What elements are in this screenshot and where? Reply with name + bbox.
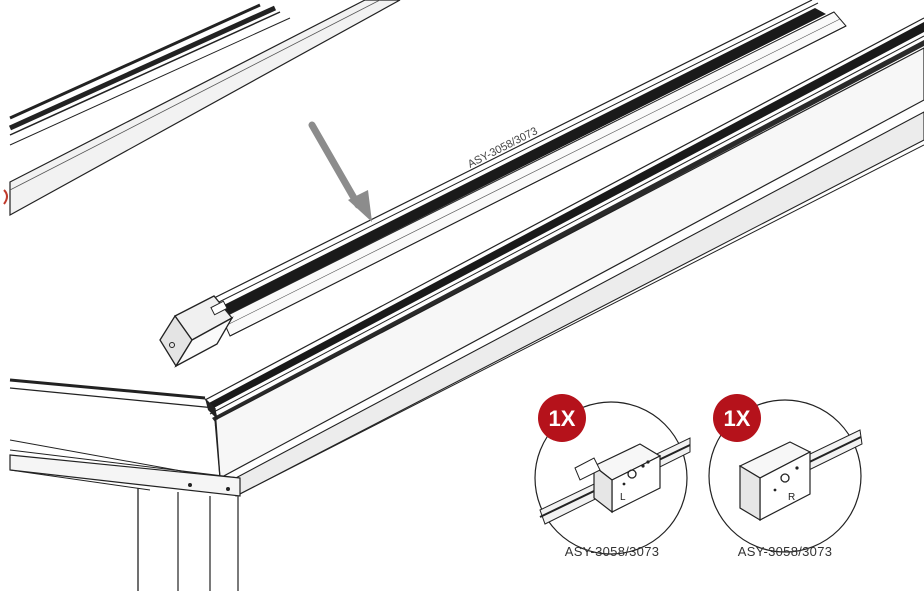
callout-left-badge [538, 394, 586, 442]
callout-right-badge [713, 394, 761, 442]
edge-mark [3, 189, 8, 205]
pointer-arrow [308, 121, 372, 222]
callout-right-letter: R [788, 492, 795, 503]
callout-right-quantity: 1X [724, 406, 751, 431]
secondary-rail [204, 17, 924, 427]
callout-left-letter: L [620, 492, 626, 503]
motor-end-block [159, 295, 234, 368]
callout-left-quantity: 1X [549, 406, 576, 431]
callout-left-part: L 1X ASY-3058/3073 [534, 394, 691, 559]
main-rail [209, 0, 847, 337]
left-wall-frame [9, 378, 241, 591]
callout-left-part-number: ASY-3058/3073 [565, 544, 660, 559]
upper-left-beam [9, 0, 401, 217]
callout-right-part-number: ASY-3058/3073 [738, 544, 833, 559]
upper-left-rail [8, 3, 291, 146]
callout-right-part: R 1X ASY-3058/3073 [708, 394, 863, 559]
